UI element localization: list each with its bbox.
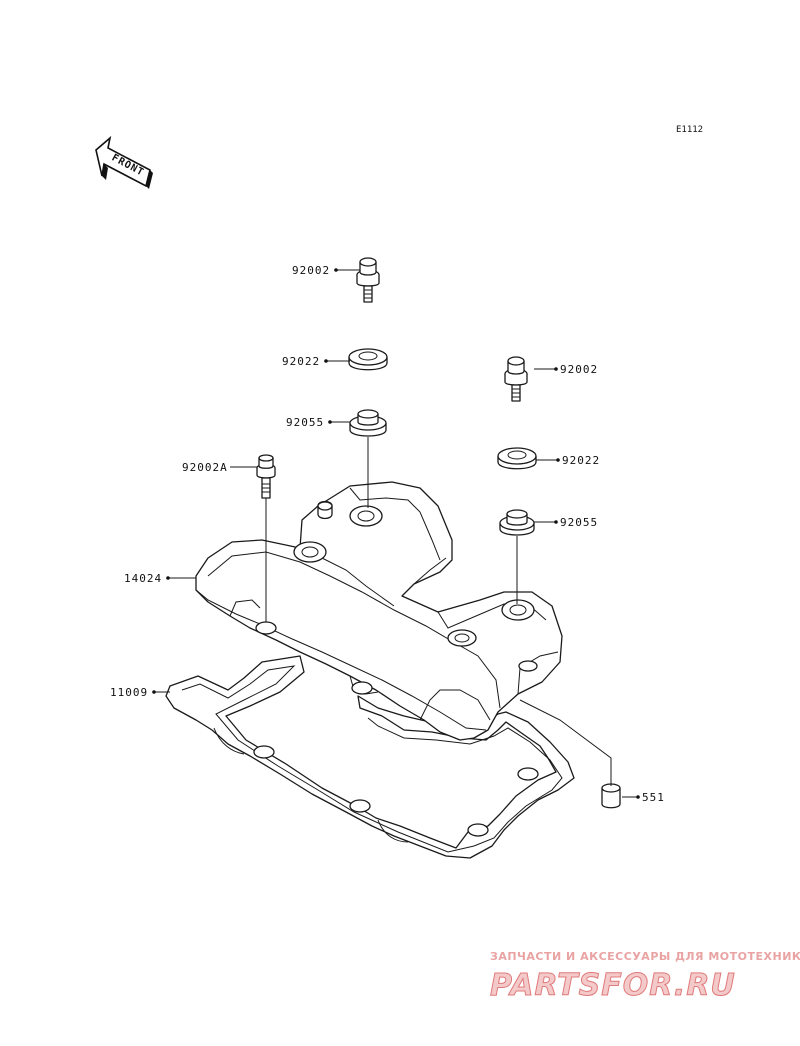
callout-11009: 11009: [110, 686, 148, 699]
gasket-11009: [165, 655, 575, 859]
callout-92022-left: 92022: [282, 355, 320, 368]
reference-code: E1112: [676, 125, 703, 135]
bolt-92002-top: [356, 257, 380, 303]
bolt-92002A: [256, 454, 276, 499]
washer-92022-right: [497, 447, 537, 470]
bolt-92002-right: [504, 356, 528, 402]
grommet-92055-right: [499, 509, 535, 536]
callout-92022-right: 92022: [562, 454, 600, 467]
callout-92002A: 92002A: [182, 461, 228, 474]
grommet-92055-left: [349, 409, 387, 437]
cylinder-head-cover-14024: [195, 481, 563, 741]
watermark-tagline: ЗАПЧАСТИ И АКСЕССУАРЫ ДЛЯ МОТОТЕХНИКИ: [490, 950, 800, 963]
callout-92002-right: 92002: [560, 363, 598, 376]
washer-92022-left: [348, 348, 388, 371]
callout-92002-top: 92002: [292, 264, 330, 277]
callout-92055-right: 92055: [560, 516, 598, 529]
callout-551: 551: [642, 791, 665, 804]
callout-92055-left: 92055: [286, 416, 324, 429]
watermark: ЗАПЧАСТИ И АКСЕССУАРЫ ДЛЯ МОТОТЕХНИКИ PA…: [490, 950, 800, 1004]
callout-14024: 14024: [124, 572, 162, 585]
leader-lines: [152, 268, 640, 799]
plug-551: [601, 783, 621, 809]
front-arrow-icon: FRONT: [95, 135, 153, 189]
watermark-brand: PARTSFOR.RU: [490, 968, 736, 1003]
